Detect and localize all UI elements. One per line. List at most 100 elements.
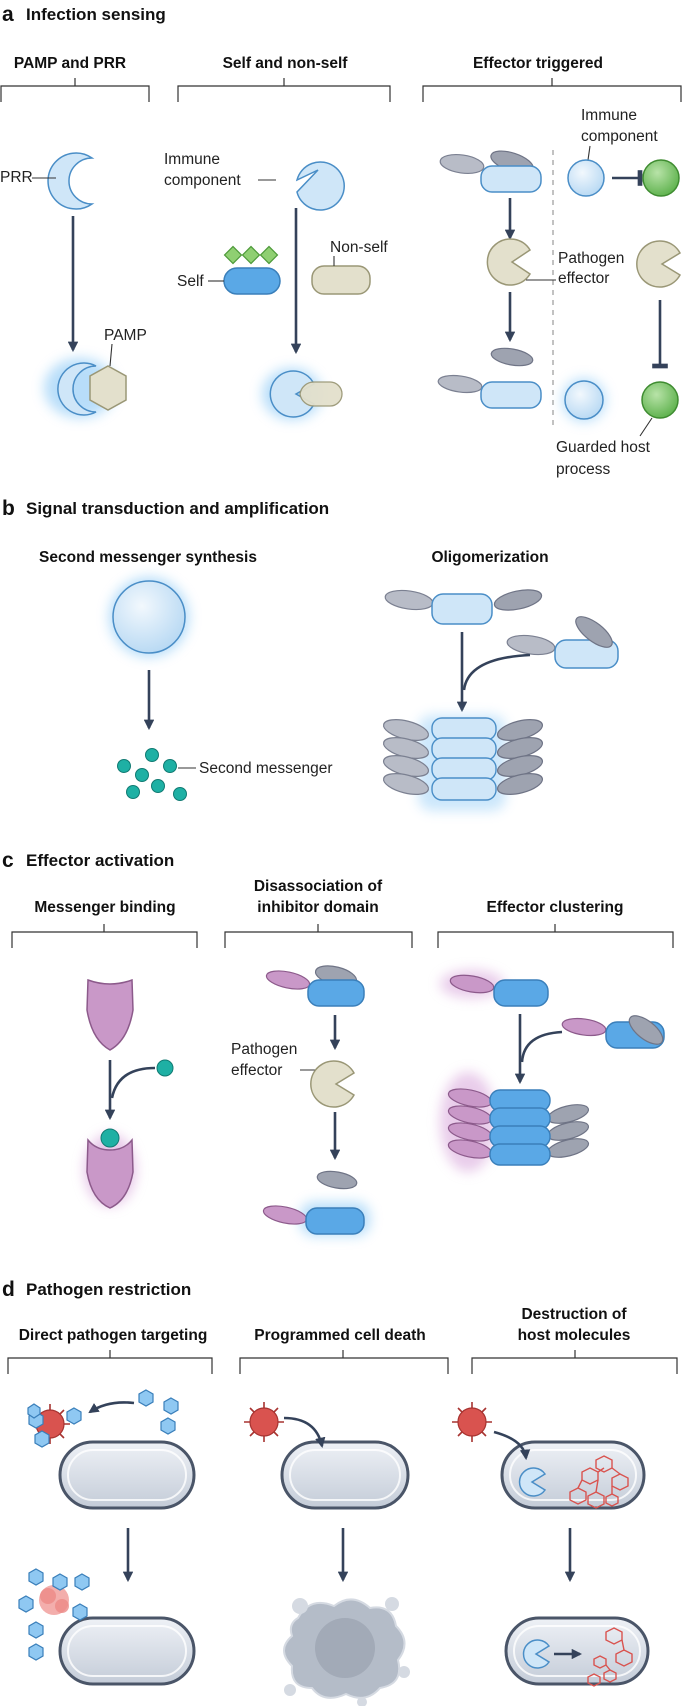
panel-title-messenger-binding: Messenger binding	[34, 899, 175, 916]
prr-crescent-icon	[47, 152, 95, 210]
section-letter-b: b	[2, 497, 15, 520]
inhibitor-domain-icon	[506, 634, 556, 656]
effector-protein	[493, 979, 549, 1007]
label-guarded-host: Guarded host	[556, 439, 651, 456]
host-molecule-network-icon	[569, 1455, 629, 1509]
label-effector-2: effector	[231, 1062, 282, 1079]
panel-title-second-messenger: Second messenger synthesis	[39, 549, 257, 566]
label-component-1: component	[164, 172, 241, 189]
label-second-messenger: Second messenger	[199, 760, 333, 777]
label-prr: PRR	[0, 169, 33, 186]
effector-protein	[307, 979, 365, 1007]
second-messenger-dot	[100, 1128, 120, 1148]
label-immune-1: Immune	[164, 151, 220, 168]
immune-component-pac-icon	[295, 161, 345, 211]
guarded-host-process-sphere	[642, 159, 680, 197]
second-messenger-dots	[117, 748, 187, 801]
immune-component-sphere	[567, 159, 605, 197]
pamp-hexagon-icon	[89, 365, 127, 411]
bracket-a2	[177, 78, 391, 102]
panel-title-oligomerization: Oligomerization	[431, 549, 548, 566]
nuclease-pac-icon	[522, 1639, 551, 1669]
panel-title-programmed-death: Programmed cell death	[254, 1327, 425, 1344]
self-marker-icon	[241, 245, 261, 265]
inhibitor-domain-icon	[439, 153, 485, 175]
bracket-d3	[471, 1350, 678, 1374]
panel-title-self-nonself: Self and non-self	[223, 55, 349, 72]
inhibitor-domain-icon	[316, 1170, 358, 1190]
panel-title-disassociation-2: inhibitor domain	[257, 899, 378, 916]
pathogen-effector-pac-icon	[636, 240, 682, 288]
panel-title-disassociation-1: Disassociation of	[254, 878, 383, 895]
bacterium-cell	[280, 1440, 410, 1510]
panel-title-pamp-prr: PAMP and PRR	[14, 55, 126, 72]
effector-domain-icon	[265, 970, 311, 990]
bracket-c3	[437, 924, 674, 948]
bacterium-cell	[58, 1440, 196, 1510]
monomer	[431, 593, 493, 625]
second-messenger-dot	[156, 1059, 174, 1077]
inhibitor-domain-icon	[384, 589, 434, 611]
bracket-d2	[239, 1350, 449, 1374]
effector-shield-icon	[86, 978, 134, 1051]
section-c: c Effector activation Messenger binding …	[2, 849, 674, 1236]
effector-domain-icon	[262, 1205, 308, 1225]
label-effector-1: effector	[558, 270, 609, 287]
panel-title-effector-clustering: Effector clustering	[487, 899, 624, 916]
section-title-b: Signal transduction and amplification	[26, 499, 329, 518]
section-letter-a: a	[2, 3, 14, 26]
self-molecule	[223, 267, 281, 295]
guarded-host-process-sphere	[641, 381, 679, 419]
inhibitor-domain-icon	[575, 616, 613, 648]
section-d: d Pathogen restriction Direct pathogen t…	[2, 1278, 678, 1706]
restriction-factor-hexagons	[18, 1568, 90, 1661]
bacterium-cell	[58, 1616, 196, 1686]
fragmented-molecules-icon	[587, 1627, 633, 1687]
nonself-molecule	[311, 265, 371, 295]
nuclease-pac-icon	[518, 1467, 547, 1497]
immune-bound-pac-icon	[269, 370, 315, 418]
panel-title-effector-triggered: Effector triggered	[473, 55, 603, 72]
synthase-sphere	[112, 580, 186, 654]
restriction-factor-hexagons	[27, 1389, 179, 1448]
sensor-protein	[480, 165, 542, 193]
panel-title-direct-targeting: Direct pathogen targeting	[19, 1327, 208, 1344]
virus-icon	[452, 1402, 492, 1442]
inhibitor-domain-icon	[628, 1015, 664, 1045]
inhibitor-domain-icon	[490, 347, 534, 367]
pathogen-effector-pac-icon	[486, 238, 532, 286]
bracket-c2	[224, 924, 413, 948]
label-pathogen-1: Pathogen	[558, 250, 624, 267]
panel-title-destruction-1: Destruction of	[521, 1306, 627, 1323]
pathogen-effector-pac-icon	[310, 1060, 356, 1108]
sensor-protein-released	[480, 381, 542, 409]
section-title-a: Infection sensing	[26, 5, 166, 24]
bracket-c1	[11, 924, 198, 948]
self-marker-icon	[223, 245, 243, 265]
bracket-a3	[422, 78, 682, 102]
effector-domain-icon	[561, 1017, 607, 1037]
section-b: b Signal transduction and amplification …	[2, 497, 619, 811]
prr-bound-crescent-icon	[57, 362, 97, 416]
label-component-2: component	[581, 128, 658, 145]
effector-bound-shield-icon	[86, 1137, 134, 1209]
label-self: Self	[177, 273, 204, 290]
immune-component-active	[564, 380, 604, 420]
virus-icon	[244, 1402, 284, 1442]
inhibitor-domain-icon	[437, 374, 483, 394]
bracket-a1	[0, 78, 150, 102]
label-pamp: PAMP	[104, 327, 147, 344]
oligomer-stack	[382, 717, 544, 801]
section-title-c: Effector activation	[26, 851, 174, 870]
effector-cluster-stack	[447, 1088, 590, 1166]
bracket-d1	[7, 1350, 213, 1374]
label-pathogen-2: Pathogen	[231, 1041, 297, 1058]
label-process: process	[556, 461, 611, 478]
nonself-bound-icon	[299, 381, 343, 407]
label-nonself: Non-self	[330, 239, 388, 256]
section-title-d: Pathogen restriction	[26, 1280, 191, 1299]
self-marker-icon	[259, 245, 279, 265]
panel-title-destruction-2: host molecules	[518, 1327, 631, 1344]
label-immune-2: Immune	[581, 107, 637, 124]
